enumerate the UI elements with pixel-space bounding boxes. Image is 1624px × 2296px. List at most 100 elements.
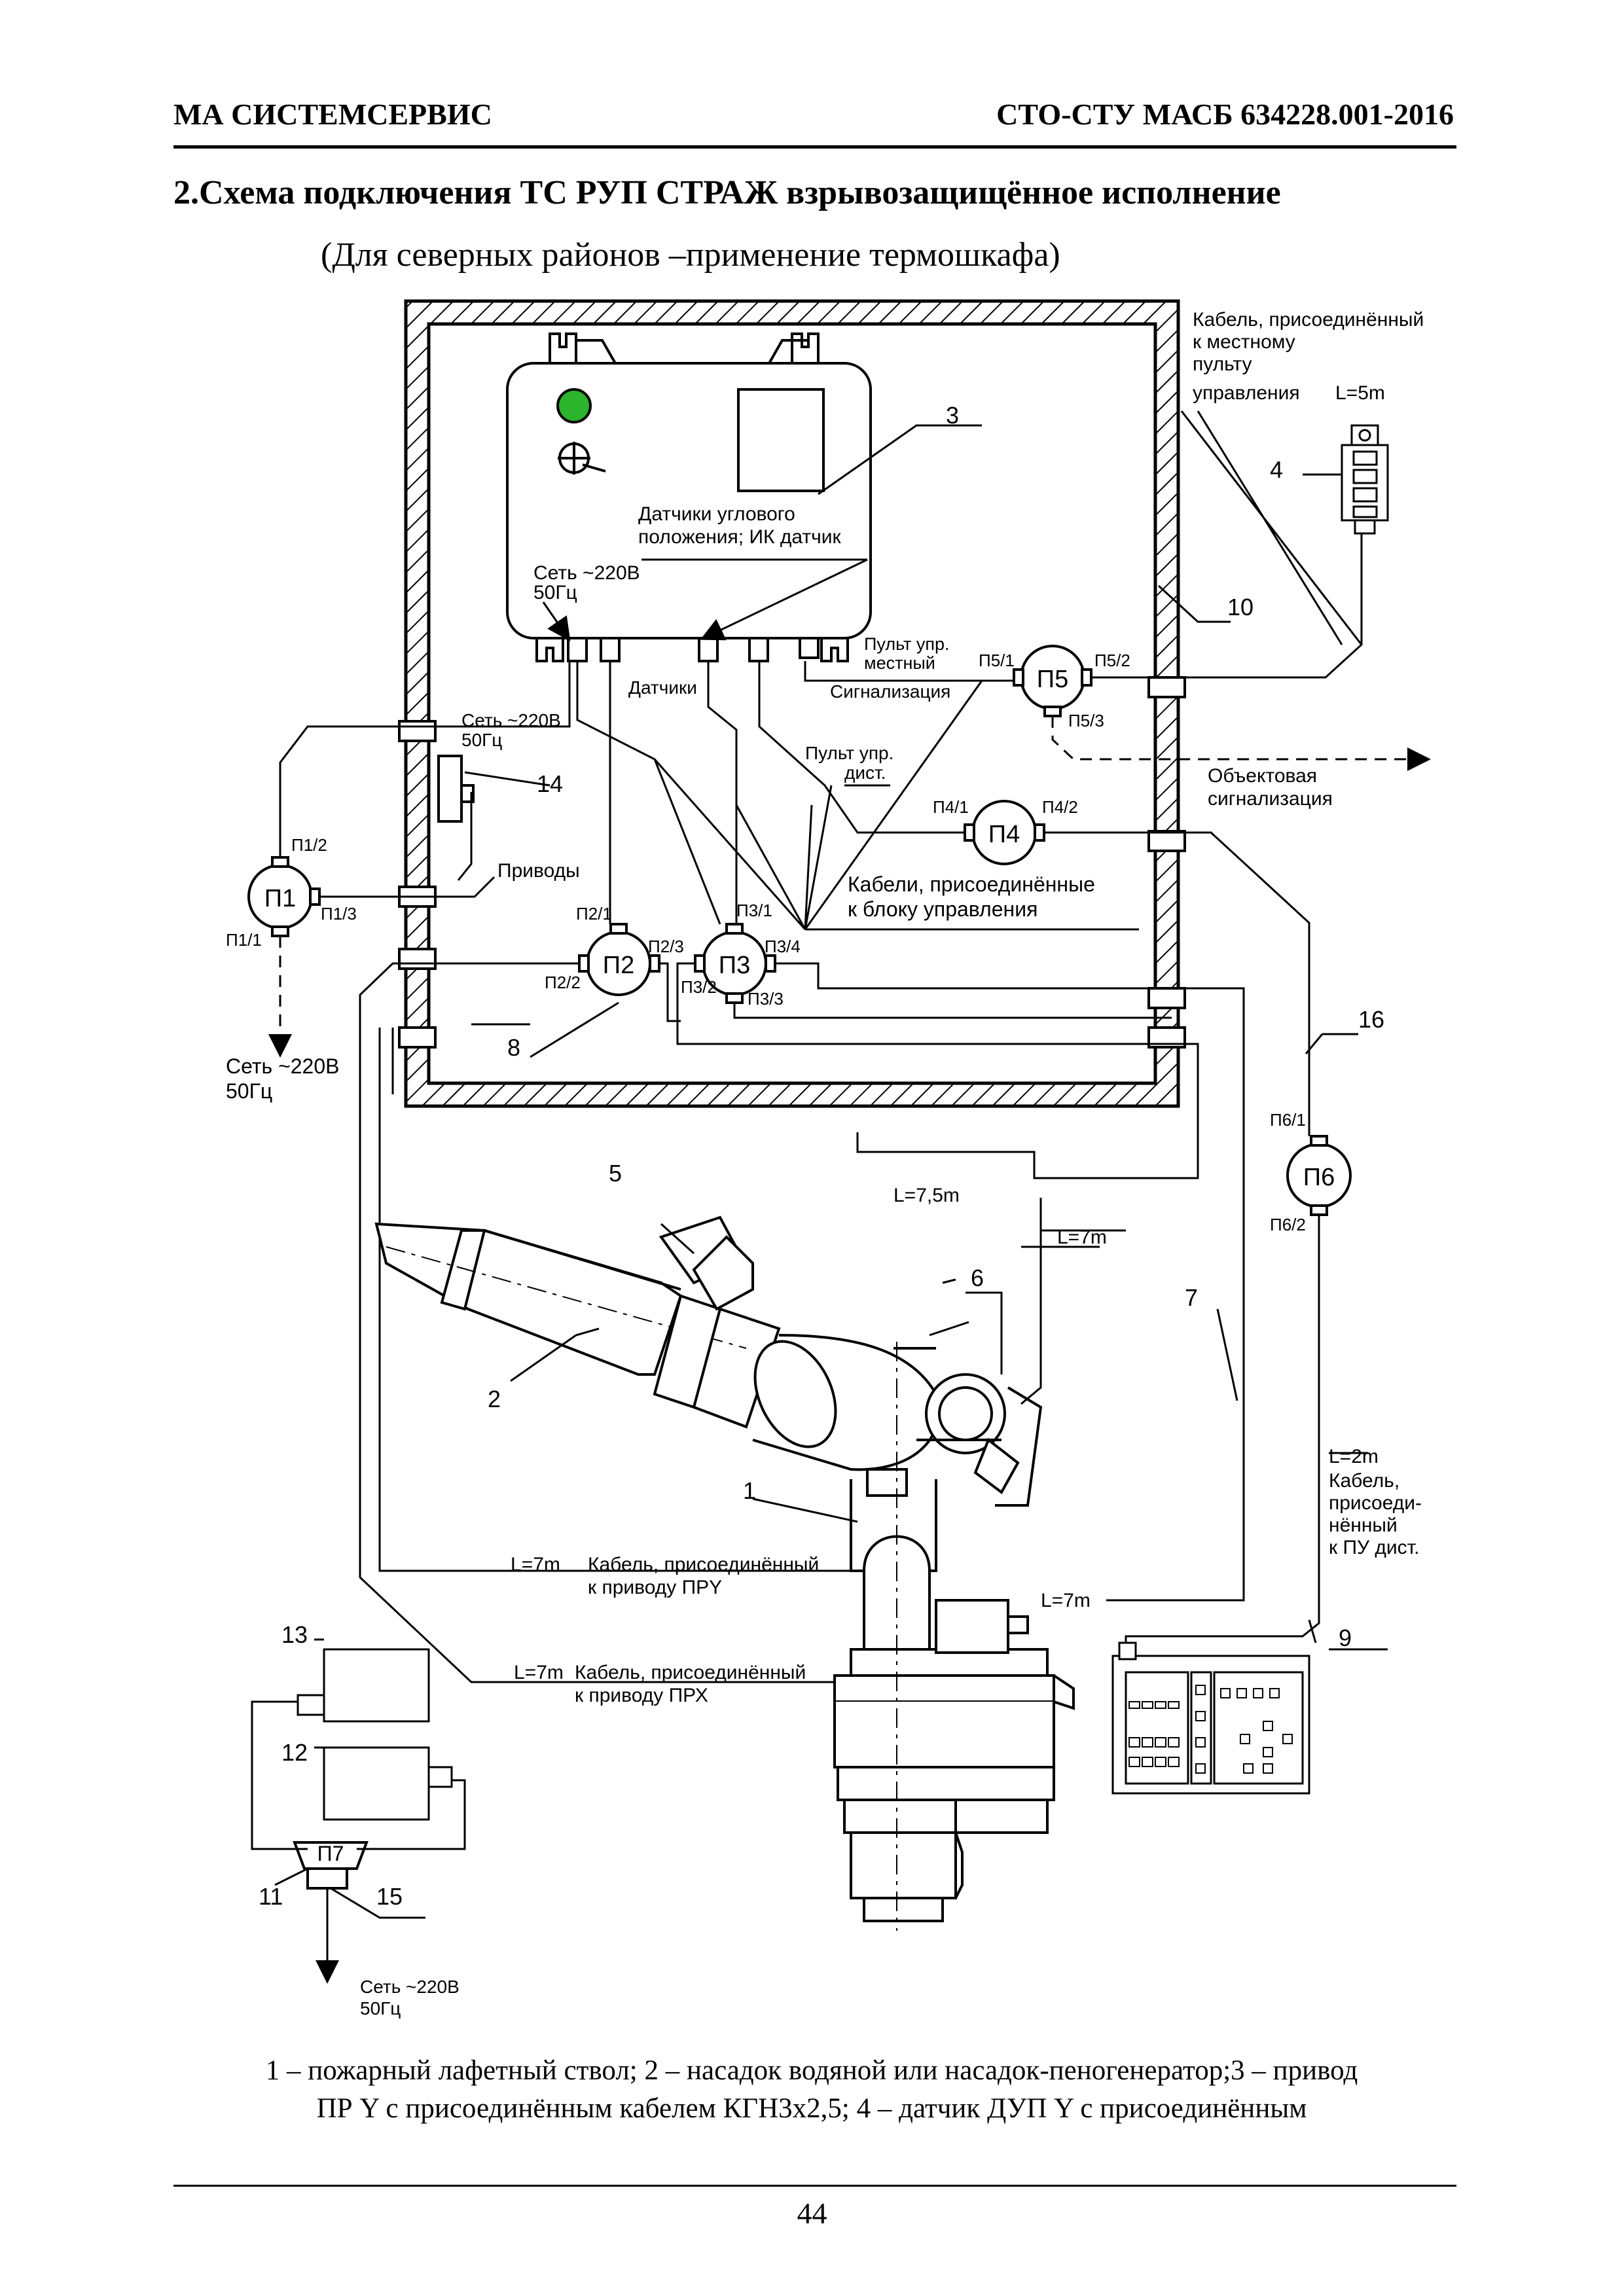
page-number: 44 xyxy=(797,2197,827,2230)
section-title: 2.Схема подключения ТС РУП СТРАЖ взрывоз… xyxy=(173,174,1281,211)
callout-13: 13 xyxy=(281,1621,308,1648)
callout-2: 2 xyxy=(488,1386,501,1412)
fire-monitor xyxy=(374,1215,1075,1931)
label-box-p7: П7 xyxy=(317,1842,344,1865)
callout-11: 11 xyxy=(259,1883,283,1910)
label-port-p5-2: П5/2 xyxy=(1094,651,1130,670)
callout-9: 9 xyxy=(1339,1624,1352,1651)
header-rule xyxy=(173,145,1456,149)
callout-6: 6 xyxy=(971,1265,984,1291)
label-cables-block-2: к блоку управления xyxy=(848,897,1038,921)
label-cable-pry-2: к приводу ПРY xyxy=(588,1577,722,1598)
label-sensors: Датчики xyxy=(628,677,697,698)
caption-line-2: ПР Y с присоединённым кабелем КГН3х2,5; … xyxy=(316,2093,1307,2124)
label-l5: L=5m xyxy=(1335,382,1385,404)
callout-5: 5 xyxy=(609,1160,622,1187)
label-object-signal-2: сигнализация xyxy=(1208,788,1333,810)
devices-12-13 xyxy=(297,1648,453,1821)
callout-numbers: 1 2 3 4 5 6 7 8 9 10 11 12 13 14 15 16 xyxy=(259,402,1384,1910)
callout-1: 1 xyxy=(743,1477,756,1504)
label-cable-pry-1: Кабель, присоединённый xyxy=(588,1554,819,1575)
callout-4: 4 xyxy=(1270,456,1283,483)
status-lamp-icon xyxy=(556,388,592,423)
label-port-p3-3: П3/3 xyxy=(748,989,784,1009)
label-mains-bottom-2: 50Гц xyxy=(360,1998,401,2018)
label-port-p1-3: П1/3 xyxy=(321,904,357,924)
label-mains-left-1: Сеть ~220В xyxy=(226,1054,339,1078)
callout-14: 14 xyxy=(537,770,563,797)
label-mains-bottom-1: Сеть ~220В xyxy=(360,1977,460,1997)
label-remote-panel-2: дист. xyxy=(844,762,886,783)
label-port-p6-1: П6/1 xyxy=(1270,1110,1306,1130)
label-signalling: Сигнализация xyxy=(830,681,950,702)
thermal-cabinet xyxy=(398,299,1186,1108)
label-port-p5-1: П5/1 xyxy=(979,651,1015,670)
label-cable-pu-3: нённый xyxy=(1329,1515,1398,1536)
callout-16: 16 xyxy=(1358,1006,1384,1033)
label-cable-pu-2: присоеди- xyxy=(1329,1492,1422,1514)
label-port-p6-2: П6/2 xyxy=(1270,1215,1306,1234)
label-cable-local-2: к местному xyxy=(1193,331,1295,353)
label-local-panel-2: местный xyxy=(864,653,935,673)
label-drives: Приводы xyxy=(497,860,580,882)
remote-control-panel-9 xyxy=(1111,1641,1310,1795)
caption-line-1: 1 – пожарный лафетный ствол; 2 – насадок… xyxy=(265,2055,1358,2086)
label-port-p1-2: П1/2 xyxy=(291,835,327,855)
callout-12: 12 xyxy=(281,1739,308,1766)
callout-15: 15 xyxy=(376,1883,403,1910)
port-labels: П5/1 П5/2 П5/3 П4/1 П4/2 П1/1 П1/2 П1/3 … xyxy=(226,651,1306,1234)
callout-7: 7 xyxy=(1185,1284,1198,1311)
label-l7-a: L=7m xyxy=(1057,1227,1107,1248)
label-cables-block-1: Кабели, присоединённые xyxy=(848,872,1095,896)
label-cable-local-4: управления xyxy=(1193,382,1300,404)
label-cable-prx-1: Кабель, присоединённый xyxy=(575,1662,806,1683)
callout-8: 8 xyxy=(507,1034,520,1061)
box-names: П5 П4 П1 П2 П3 П6 П7 xyxy=(264,666,1335,1865)
control-block xyxy=(506,332,872,662)
label-l7-c: L=7m xyxy=(1041,1590,1091,1611)
label-box-p5: П5 xyxy=(1037,666,1068,693)
label-port-p3-1: П3/1 xyxy=(736,901,772,920)
junction-boxes xyxy=(247,645,1352,1890)
header-company: МА СИСТЕМСЕРВИС xyxy=(173,98,492,131)
device-14 xyxy=(437,755,475,823)
label-box-p6: П6 xyxy=(1303,1164,1335,1191)
label-mains-top-1: Сеть ~220В xyxy=(533,562,640,584)
label-remote-panel-1: Пульт упр. xyxy=(805,743,893,763)
label-cable-prx-2: к приводу ПРХ xyxy=(575,1685,708,1706)
label-l75: L=7,5m xyxy=(893,1185,960,1206)
label-cable-local: Кабель, присоединённый xyxy=(1193,309,1424,331)
header-standard-code: СТО-СТУ МАСБ 634228.001-2016 xyxy=(996,98,1454,131)
figure-caption: 1 – пожарный лафетный ствол; 2 – насадок… xyxy=(157,2052,1466,2128)
callout-3: 3 xyxy=(946,402,959,429)
label-port-p4-2: П4/2 xyxy=(1042,797,1078,817)
junction-box-p7 xyxy=(293,1841,369,1870)
label-box-p2: П2 xyxy=(603,952,634,979)
label-port-p3-4: П3/4 xyxy=(765,937,801,956)
label-object-signal-1: Объектовая xyxy=(1208,765,1317,787)
label-l2: L=2m xyxy=(1329,1446,1379,1467)
label-port-p1-1: П1/1 xyxy=(226,930,262,950)
label-angle-sensors-1: Датчики углового xyxy=(638,503,795,525)
label-port-p4-1: П4/1 xyxy=(933,797,969,817)
callout-10: 10 xyxy=(1227,594,1254,620)
footer-rule xyxy=(173,2185,1456,2187)
label-box-p4: П4 xyxy=(988,821,1020,848)
label-local-panel-1: Пульт упр. xyxy=(864,634,950,654)
label-cable-pu-4: к ПУ дист. xyxy=(1329,1537,1419,1558)
label-box-p3: П3 xyxy=(719,952,750,979)
label-l7-b: L=7m xyxy=(511,1554,560,1575)
label-port-p2-3: П2/3 xyxy=(648,937,684,956)
label-mains-mid-2: 50Гц xyxy=(461,730,502,750)
label-port-p2-1: П2/1 xyxy=(576,904,612,924)
label-port-p3-2: П3/2 xyxy=(681,977,717,997)
label-l7-d: L=7m xyxy=(514,1662,564,1683)
label-port-p5-3: П5/3 xyxy=(1068,711,1104,730)
label-mains-top-2: 50Гц xyxy=(533,582,577,603)
label-mains-mid-1: Сеть ~220В xyxy=(461,710,561,730)
local-control-panel-4 xyxy=(1341,424,1389,535)
section-subtitle: (Для северных районов –применение термош… xyxy=(321,236,1060,274)
label-cable-pu-1: Кабель, xyxy=(1329,1470,1399,1492)
